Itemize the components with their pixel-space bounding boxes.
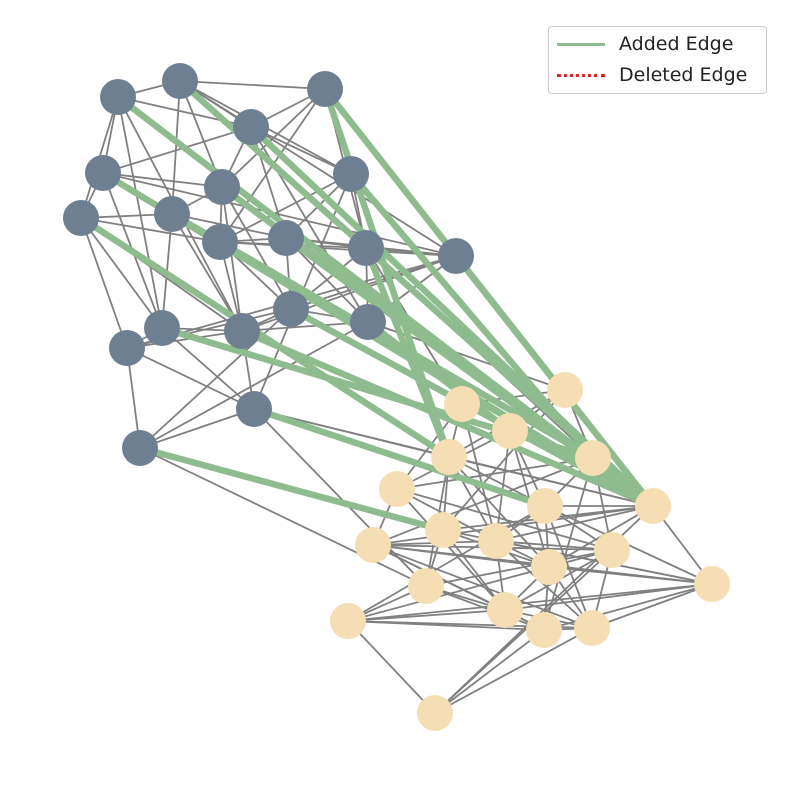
edge	[396, 488, 613, 551]
node-b2	[444, 386, 480, 422]
edge	[495, 540, 613, 551]
edge	[495, 540, 593, 629]
added-edge-swatch	[557, 38, 605, 50]
edge	[171, 213, 287, 239]
node-b8	[527, 488, 563, 524]
edge	[80, 217, 128, 349]
edge	[495, 505, 654, 542]
added-edge	[136, 444, 447, 534]
node-b11	[594, 532, 630, 568]
node-b4	[575, 440, 611, 476]
node-a6	[85, 155, 121, 191]
edge	[372, 457, 594, 546]
edge	[347, 609, 506, 622]
edge	[139, 447, 427, 587]
edge	[425, 549, 613, 587]
node-a10	[202, 224, 238, 260]
nodes-layer	[63, 63, 730, 731]
node-b19	[330, 603, 366, 639]
edge	[250, 126, 352, 175]
edge	[434, 627, 593, 714]
node-a4	[233, 109, 269, 145]
edge	[179, 80, 457, 257]
edge	[102, 126, 252, 174]
edge	[221, 186, 243, 332]
node-a16	[224, 313, 260, 349]
node-b15	[694, 566, 730, 602]
edge	[442, 389, 566, 531]
edge	[117, 96, 163, 329]
edge	[179, 80, 326, 90]
node-a18	[350, 304, 386, 340]
node-a3	[307, 71, 343, 107]
node-a11	[268, 220, 304, 256]
edge	[80, 217, 163, 329]
added-edge	[321, 85, 453, 461]
edge	[347, 620, 545, 631]
edge	[347, 583, 713, 622]
added-edge	[238, 327, 657, 510]
node-b3	[492, 413, 528, 449]
edge	[126, 347, 255, 410]
node-b6	[635, 488, 671, 524]
edge	[396, 488, 506, 611]
edge	[221, 186, 292, 310]
legend-item-added: Added Edge	[557, 32, 733, 56]
node-b12	[531, 549, 567, 585]
node-b16	[487, 592, 523, 628]
node-b10	[478, 523, 514, 559]
edge	[126, 330, 243, 349]
legend: Added Edge Deleted Edge	[548, 26, 767, 94]
edge	[219, 173, 352, 243]
legend-label-added: Added Edge	[619, 33, 734, 55]
node-b13	[355, 527, 391, 563]
node-b14	[408, 568, 444, 604]
node-a2	[162, 63, 198, 99]
node-b18	[526, 612, 562, 648]
node-a9	[63, 200, 99, 236]
deleted-edge-swatch	[557, 69, 605, 81]
edge	[434, 629, 545, 714]
edge	[80, 217, 221, 243]
edge	[102, 172, 457, 257]
node-a13	[438, 238, 474, 274]
node-a20	[122, 430, 158, 466]
edge	[448, 456, 654, 507]
node-a7	[204, 169, 240, 205]
edge	[495, 430, 511, 542]
edge	[139, 321, 369, 449]
legend-label-deleted: Deleted Edge	[619, 64, 748, 86]
edge	[591, 583, 713, 629]
node-a1	[100, 79, 136, 115]
edge	[347, 620, 436, 714]
node-a19	[236, 391, 272, 427]
edge	[139, 308, 292, 449]
edge	[171, 80, 181, 215]
node-a14	[273, 291, 309, 327]
node-b17	[574, 610, 610, 646]
added-edge	[347, 170, 597, 462]
added-edge	[250, 405, 549, 510]
node-b5	[431, 439, 467, 475]
node-a8	[154, 196, 190, 232]
edge	[102, 172, 223, 188]
node-a12	[348, 230, 384, 266]
edge	[161, 327, 255, 410]
legend-item-deleted: Deleted Edge	[557, 63, 747, 87]
node-a5	[333, 156, 369, 192]
edge	[139, 408, 255, 449]
node-b9	[425, 512, 461, 548]
edge	[425, 585, 545, 631]
node-a15	[144, 310, 180, 346]
edge	[543, 583, 713, 631]
edge	[372, 544, 593, 629]
node-b20	[417, 695, 453, 731]
added-edge	[168, 210, 597, 462]
edge	[347, 505, 546, 622]
node-a17	[109, 330, 145, 366]
node-b1	[547, 372, 583, 408]
node-b7	[379, 471, 415, 507]
